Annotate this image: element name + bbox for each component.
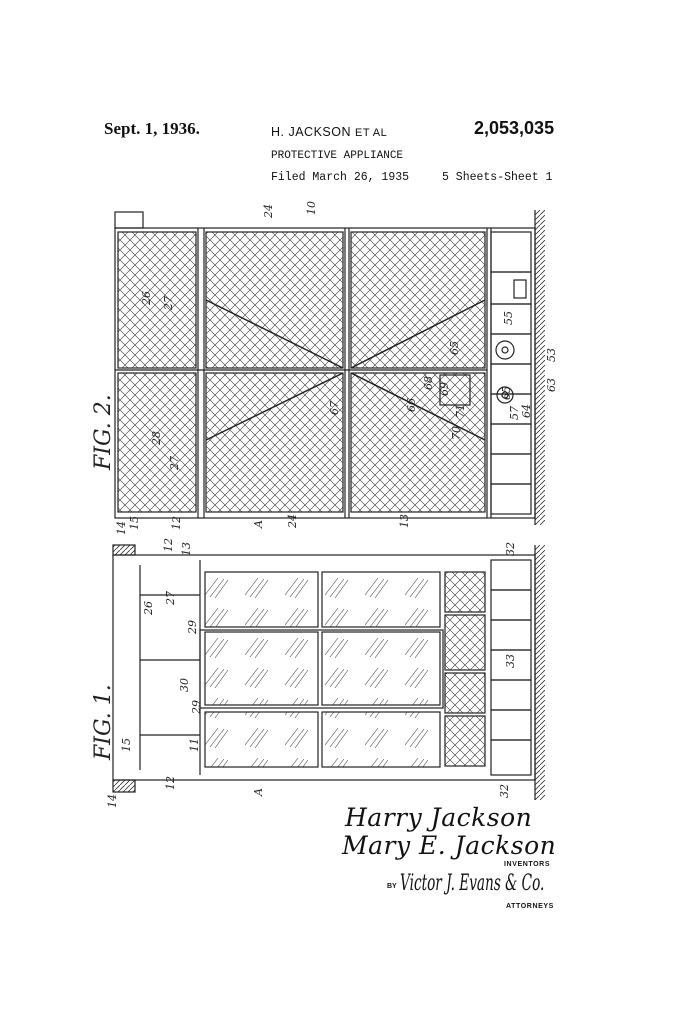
figure-1-drawing bbox=[112, 544, 545, 800]
reference-numeral: 12 bbox=[164, 776, 177, 790]
reference-numeral: 32 bbox=[498, 784, 511, 798]
reference-numeral: 26 bbox=[142, 601, 155, 616]
inventor-line: H. JACKSON ET AL bbox=[271, 125, 387, 139]
filed-date: Filed March 26, 1935 bbox=[271, 171, 410, 184]
reference-numeral: 57 bbox=[508, 406, 521, 420]
patent-date: Sept. 1, 1936. bbox=[104, 119, 200, 138]
reference-numeral: 29 bbox=[190, 700, 203, 715]
reference-numeral: A bbox=[252, 520, 265, 529]
reference-numeral: 29 bbox=[186, 620, 199, 635]
reference-numeral: 63 bbox=[545, 378, 558, 392]
reference-numeral: 10 bbox=[305, 201, 318, 215]
reference-numeral: 27 bbox=[162, 296, 175, 311]
reference-numeral: A bbox=[252, 788, 265, 797]
patent-number: 2,053,035 bbox=[474, 118, 555, 138]
reference-numeral: 15 bbox=[128, 516, 141, 530]
reference-numeral: 65 bbox=[500, 386, 513, 400]
figure-2-label: FIG. 2. bbox=[91, 394, 116, 471]
reference-numeral: 24 bbox=[286, 514, 299, 529]
reference-numeral: 13 bbox=[180, 542, 193, 556]
reference-numeral: 30 bbox=[178, 678, 191, 692]
reference-numeral: 65 bbox=[448, 341, 461, 355]
reference-numeral: 66 bbox=[405, 398, 418, 412]
reference-numeral: 32 bbox=[504, 542, 517, 556]
patent-title: PROTECTIVE APPLIANCE bbox=[271, 150, 404, 162]
reference-numeral: 71 bbox=[454, 404, 467, 418]
attorney-signature: Victor J. Evans & Co. bbox=[400, 871, 545, 896]
reference-numeral: 27 bbox=[168, 456, 181, 471]
reference-numeral: 67 bbox=[328, 401, 341, 415]
reference-numeral: 33 bbox=[504, 654, 517, 668]
reference-numeral: 24 bbox=[262, 204, 275, 219]
inventor-signature-1: Harry Jackson bbox=[345, 803, 533, 832]
inventor-suffix: ET AL bbox=[355, 127, 388, 139]
attorneys-label: ATTORNEYS bbox=[506, 903, 554, 910]
reference-numeral: 14 bbox=[106, 794, 119, 808]
reference-numeral: 68 bbox=[422, 376, 435, 390]
reference-numeral: 64 bbox=[520, 404, 533, 418]
reference-numeral: 27 bbox=[164, 591, 177, 606]
inventor-signature-2: Mary E. Jackson bbox=[342, 831, 557, 860]
reference-numeral: 11 bbox=[188, 738, 201, 752]
reference-numeral: 15 bbox=[120, 738, 133, 752]
reference-numeral: 69 bbox=[438, 382, 451, 396]
inventor-name: H. JACKSON bbox=[271, 125, 352, 139]
reference-numeral: 28 bbox=[150, 431, 163, 446]
reference-numeral: 26 bbox=[140, 291, 153, 306]
figure-2-drawing bbox=[114, 210, 545, 525]
reference-numeral: 14 bbox=[115, 521, 128, 535]
by-label: BY bbox=[387, 883, 397, 890]
reference-numeral: 12 bbox=[162, 538, 175, 552]
reference-numeral: 55 bbox=[502, 311, 515, 325]
sheet-count: 5 Sheets-Sheet 1 bbox=[442, 171, 553, 184]
inventors-label: INVENTORS bbox=[504, 861, 551, 868]
figure-1-label: FIG. 1. bbox=[91, 684, 116, 761]
reference-numeral: 70 bbox=[450, 426, 463, 440]
reference-numeral: 12 bbox=[170, 516, 183, 530]
reference-numeral: 53 bbox=[545, 348, 558, 362]
reference-numeral: 13 bbox=[398, 514, 411, 528]
